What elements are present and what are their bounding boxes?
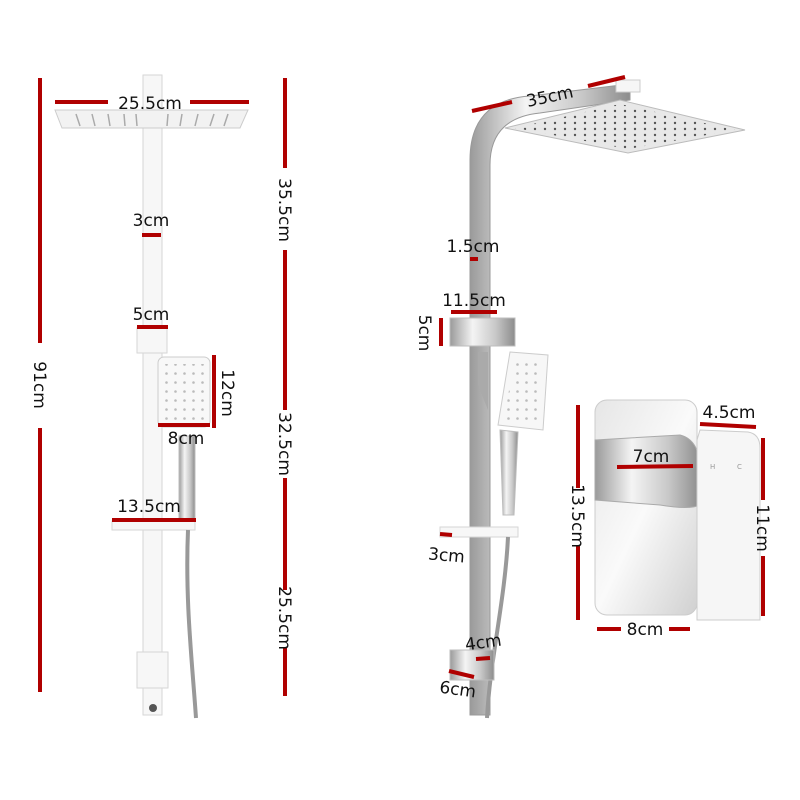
- front-rain-head-nozzles: [75, 113, 229, 127]
- side-shelf-depth-label: 3cm: [427, 544, 465, 567]
- mixer-body: [594, 434, 701, 508]
- front-hand-shower-width-label: 8cm: [168, 429, 205, 449]
- side-view-shower: [439, 79, 746, 719]
- mixer-hot-mark: H: [710, 463, 715, 471]
- side-holder: [478, 352, 488, 410]
- side-pipe-thickness-label: 1.5cm: [447, 237, 500, 257]
- side-view-dimensions: 35cm 1.5cm 11.5cm 5cm 3cm 4cm 6cm: [414, 75, 626, 703]
- side-rail-slider: [449, 317, 516, 347]
- mixer-plate-height-label: 13.5cm: [567, 484, 587, 548]
- mixer-lever-depth-label: 7cm: [633, 447, 670, 467]
- side-slider-height-label: 5cm: [414, 315, 434, 352]
- front-hand-shower-height-label: 12cm: [217, 369, 237, 417]
- front-rail-width-label: 5cm: [133, 305, 170, 325]
- mixer-cold-mark: C: [737, 463, 742, 471]
- front-middle-rail-label: 32.5cm: [274, 412, 294, 476]
- mixer-tap: H C: [594, 399, 761, 621]
- side-hand-shower-handle: [499, 429, 519, 516]
- front-lower-rail-label: 25.5cm: [274, 586, 294, 650]
- front-total-height-label: 91cm: [29, 361, 49, 409]
- front-soap-shelf: [111, 520, 196, 531]
- mixer-lever-width-label: 4.5cm: [703, 403, 756, 423]
- mixer-lever: [696, 429, 761, 621]
- side-slider-width-label: 11.5cm: [442, 291, 506, 311]
- front-view-dimensions: 91cm 25.5cm 35.5cm 32.5cm 25.5cm 3cm 5cm…: [29, 78, 294, 696]
- side-hose: [485, 536, 510, 719]
- side-hand-shower-holes: [504, 360, 542, 424]
- mixer-lever-height-label: 11cm: [752, 504, 772, 552]
- front-hand-shower-holes: [164, 364, 204, 420]
- front-rail-slider: [136, 327, 168, 354]
- front-wall-bracket: [136, 651, 169, 689]
- mixer-plate-width-label: 8cm: [627, 620, 664, 640]
- side-arm-cap: [615, 79, 641, 93]
- side-bracket-depth-label: 6cm: [438, 678, 477, 703]
- front-rain-head: [54, 109, 249, 129]
- front-upper-pipe-label: 35.5cm: [274, 178, 294, 242]
- side-soap-shelf: [439, 526, 519, 538]
- mixer-dimensions: 4.5cm 7cm 13.5cm 11cm 8cm: [567, 403, 772, 640]
- side-bracket-width-label: 4cm: [464, 631, 503, 656]
- front-outlet: [149, 704, 157, 712]
- front-soap-shelf-label: 13.5cm: [117, 497, 181, 517]
- front-hose: [185, 529, 198, 719]
- side-column-arm: [469, 83, 631, 716]
- side-rain-head-nozzles: [515, 104, 735, 149]
- front-head-width-label: 25.5cm: [118, 94, 182, 114]
- front-pipe-width-label: 3cm: [133, 211, 170, 231]
